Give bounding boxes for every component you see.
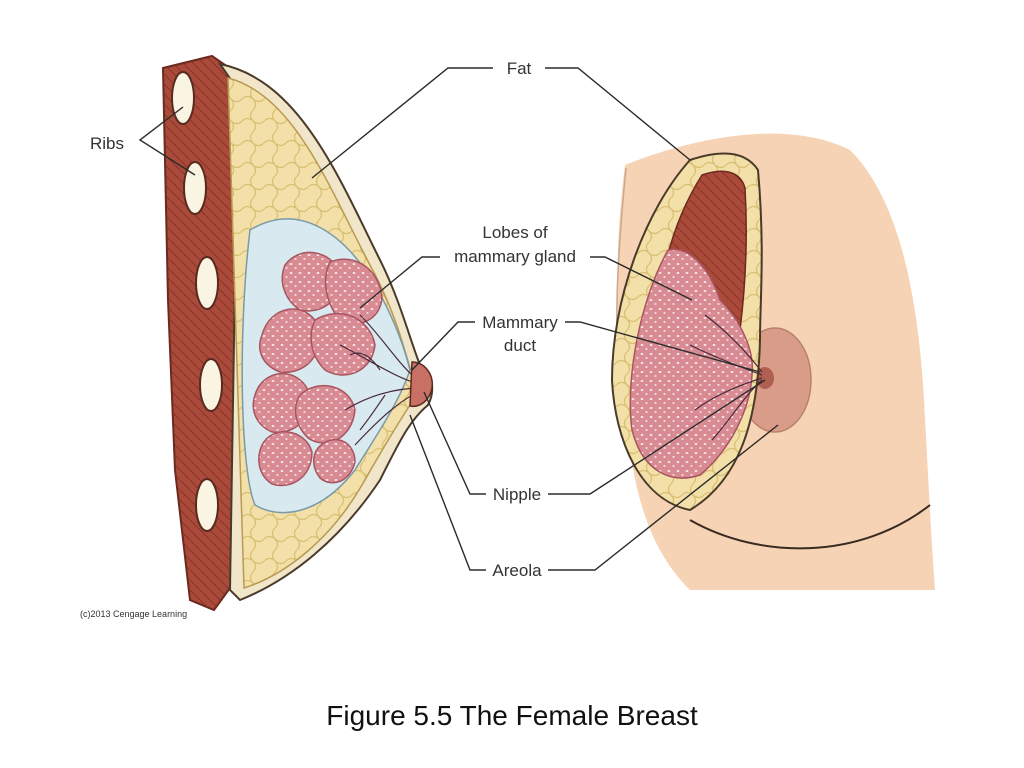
nipple-profile: [409, 361, 433, 408]
lobes-group: [252, 251, 383, 487]
nipple-leader-right: [548, 379, 766, 495]
credit-text: (c)2013 Cengage Learning: [80, 609, 187, 619]
ribs-group: [171, 71, 223, 532]
leader-lines: [138, 67, 779, 571]
rib: [171, 71, 195, 125]
duct-leader-right: [565, 321, 761, 373]
breast-fold-line: [689, 504, 931, 550]
ribs-leader: [138, 106, 196, 176]
lobes-leader-left: [359, 256, 440, 309]
label-fat: Fat: [507, 59, 532, 78]
label-areola: Areola: [492, 561, 542, 580]
rib: [195, 256, 219, 310]
figure-caption: Figure 5.5 The Female Breast: [326, 700, 698, 731]
label-nipple: Nipple: [493, 485, 541, 504]
label-ribs: Ribs: [90, 134, 124, 153]
lobes-leader-right: [590, 256, 693, 301]
labels: Fat Ribs Lobes of mammary gland Mammary …: [80, 59, 576, 619]
areola-leader-left: [409, 414, 486, 571]
fat-leader-right: [545, 67, 691, 161]
fat-leader-left: [311, 67, 493, 179]
lobe: [258, 431, 313, 487]
label-duct-line1: Mammary: [482, 313, 558, 332]
label-duct-line2: duct: [504, 336, 536, 355]
rib: [199, 358, 223, 412]
areola-leader-right: [548, 424, 779, 571]
rib: [183, 161, 207, 215]
lobes-front: [629, 248, 754, 479]
lobe: [313, 438, 356, 484]
lobe: [310, 312, 376, 376]
rib: [195, 478, 219, 532]
sagittal-section: [161, 54, 434, 612]
duct-leader-left: [411, 321, 475, 371]
lobe: [294, 384, 356, 444]
frontal-section: [610, 133, 935, 590]
nipple-leader-left: [423, 391, 486, 495]
label-lobes-line1: Lobes of: [482, 223, 547, 242]
label-lobes-line2: mammary gland: [454, 247, 576, 266]
lobe: [324, 258, 383, 325]
